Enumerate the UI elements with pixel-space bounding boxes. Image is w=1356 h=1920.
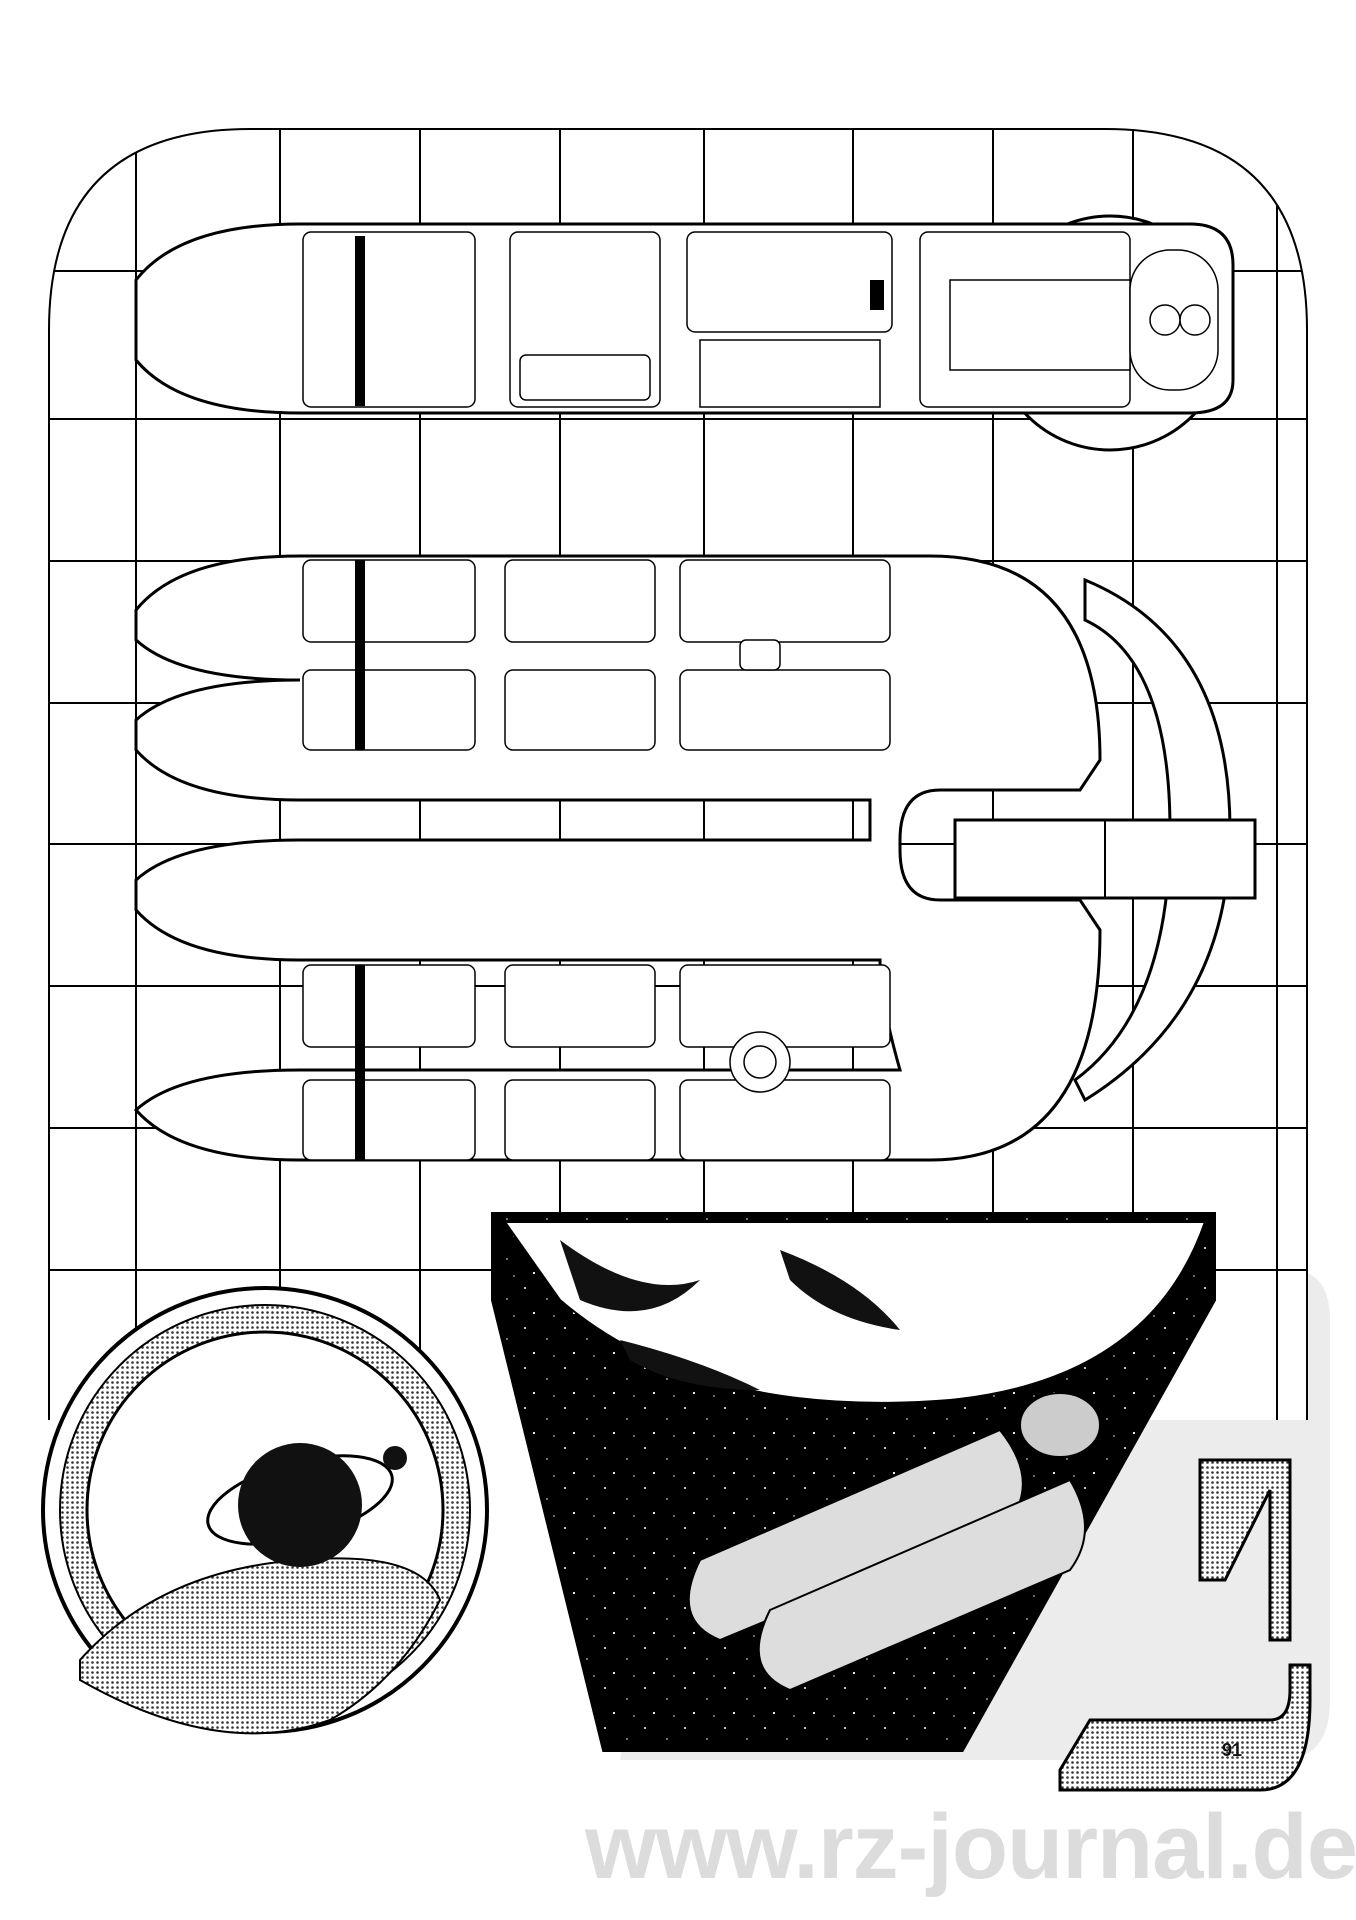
space-scene-panel (491, 1212, 1216, 1752)
zs-letters (1058, 1458, 1312, 1792)
hand-planet-medallion (41, 1286, 489, 1735)
u-ship-plan (133, 554, 1257, 1162)
page-number: 91 (1222, 1740, 1243, 1760)
top-ship-plan (134, 214, 1235, 452)
watermark-url: www.rz-journal.de (585, 1796, 1356, 1898)
